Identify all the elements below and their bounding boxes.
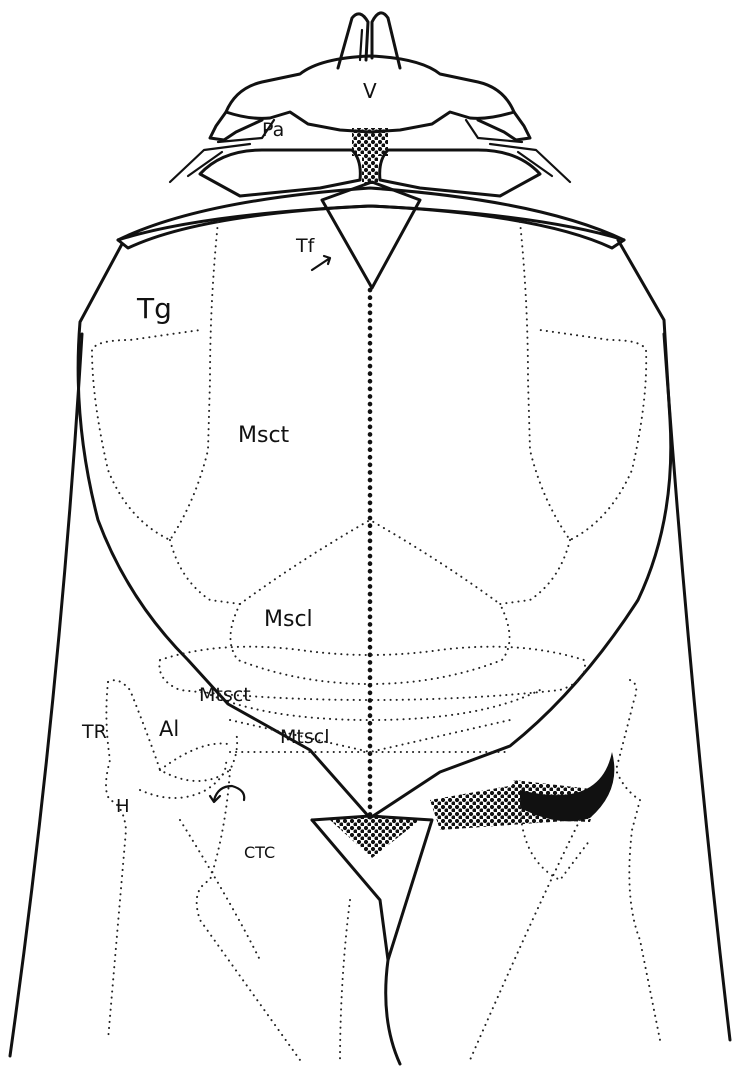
tf-arrow-icon [312, 256, 330, 270]
label-mtsct: Mtsct [199, 684, 251, 706]
anterior-band [118, 188, 624, 248]
head-region [170, 13, 570, 196]
label-ctc: CTC [244, 843, 275, 862]
label-tr: TR [81, 721, 107, 743]
label-al: Al [159, 717, 179, 741]
parapsis-left [200, 150, 360, 196]
dotted-outlines [92, 222, 660, 1064]
label-h: H [116, 796, 130, 817]
label-tf: Tf [295, 235, 316, 257]
label-msct: Msct [238, 423, 290, 448]
label-pa: Pa [262, 119, 284, 141]
wing-margin-left [10, 334, 82, 1056]
label-v: V [363, 79, 377, 103]
wing-margin-right [664, 334, 730, 1040]
parapsis-right [380, 150, 540, 196]
tergal-fossa [322, 182, 420, 288]
label-mtscl: Mtscl [280, 726, 329, 748]
label-mscl: Mscl [264, 607, 313, 632]
label-tg: Tg [136, 292, 172, 325]
